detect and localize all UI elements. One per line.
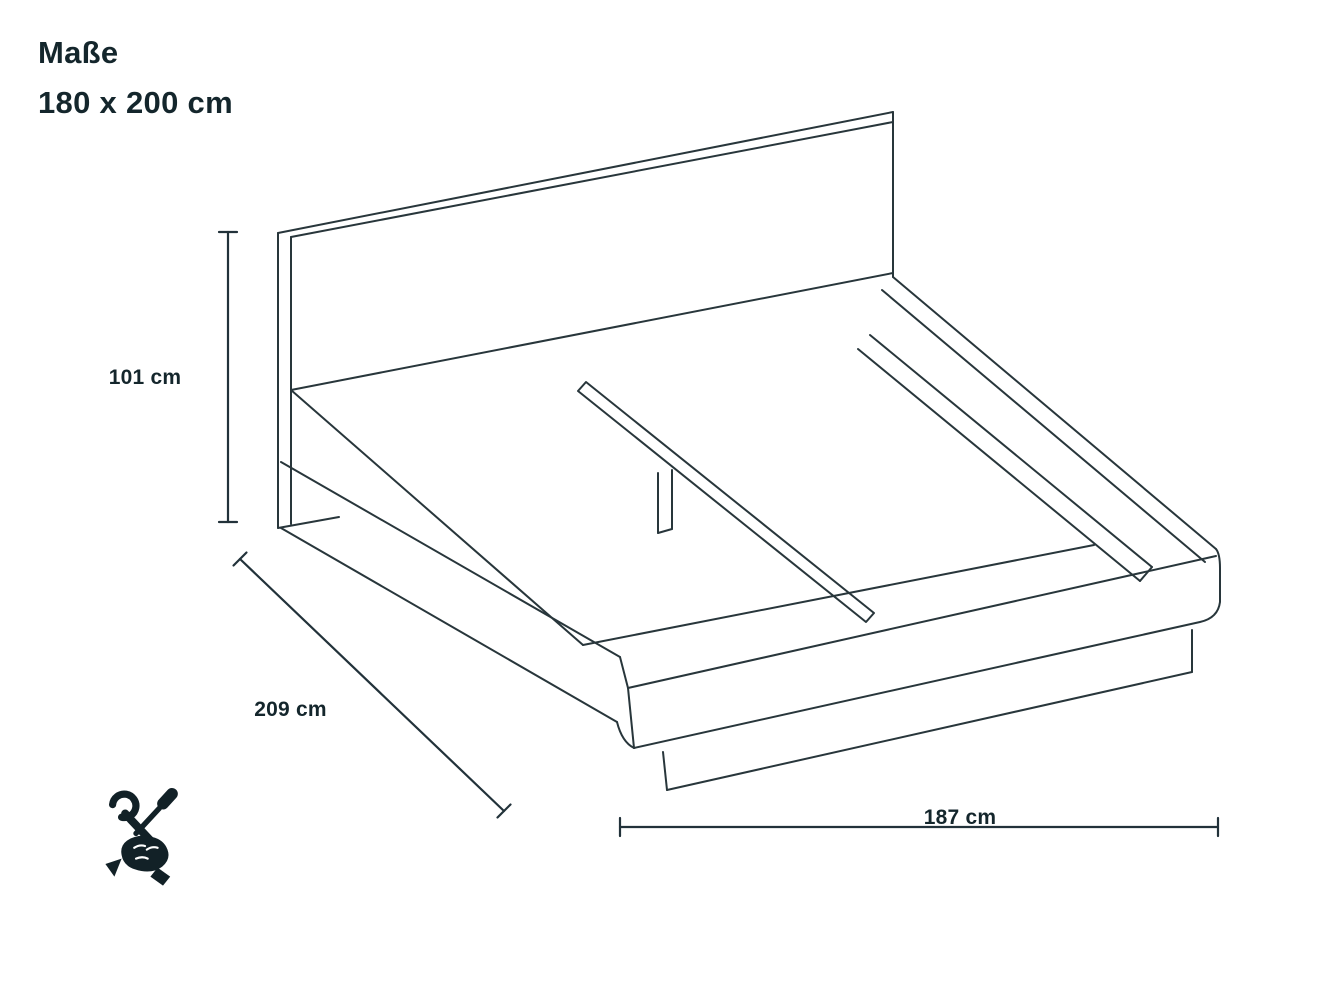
frame-back-edge [290, 272, 894, 391]
depth-dimension-label: 209 cm [254, 698, 327, 721]
beam-outline [577, 381, 875, 623]
plinth-left-edge [662, 751, 668, 791]
headboard-top-outer-edge [277, 111, 894, 234]
finger-line-2 [145, 846, 159, 851]
right-rail-inner-top-edge [881, 289, 1206, 563]
front-left-corner-ridge [619, 656, 629, 689]
right-rail-outer-top-edge [892, 276, 1217, 550]
page-title: Maße [38, 35, 119, 70]
right-slat-ledge-outer-edge [869, 334, 1153, 568]
right-slat-ledge-inner-edge [857, 348, 1141, 582]
page-subtitle-size: 180 x 200 cm [38, 85, 233, 120]
width-dimension-label: 187 cm [923, 806, 997, 829]
finger-line-3 [134, 856, 149, 860]
front-rail-top-edge [627, 555, 1217, 689]
screwdriver-handle [157, 787, 178, 810]
front-left-corner-round [616, 721, 635, 749]
depth-dimension [232, 551, 512, 819]
finger-line-1 [133, 844, 147, 849]
headboard-top-inner-edge [290, 121, 894, 238]
left-rail-bottom-edge [280, 527, 618, 723]
center-support-beam [577, 381, 875, 623]
height-dimension [217, 230, 239, 524]
depth-dimension-line [238, 557, 506, 813]
width-dimension [618, 816, 1220, 838]
depth-dimension-tick-bottom [496, 803, 512, 819]
plinth-bottom-edge [666, 671, 1193, 791]
platform-left-edge [290, 389, 584, 646]
hand-fist [121, 835, 169, 872]
title-block: Maße 180 x 200 cm [38, 28, 233, 128]
bed-frame [280, 272, 1221, 791]
depth-dimension-tick-top [232, 551, 248, 567]
height-dimension-label: 101 cm [108, 366, 182, 389]
headboard-bottom-edge [277, 516, 340, 529]
front-rail-left-edge [627, 687, 635, 749]
beam-leg-bottom-edge [657, 528, 673, 534]
right-slat-ledge-end [1139, 566, 1153, 582]
motion-arrow [105, 858, 122, 877]
platform-front-edge [582, 544, 1095, 646]
headboard-panel [277, 111, 894, 529]
front-rail-bottom-edge [633, 548, 1221, 749]
left-rail-top-edge [280, 461, 621, 658]
hand-cuff [150, 867, 171, 886]
assembly-tools-icon [105, 787, 178, 886]
screwdriver-shaft [133, 805, 163, 837]
